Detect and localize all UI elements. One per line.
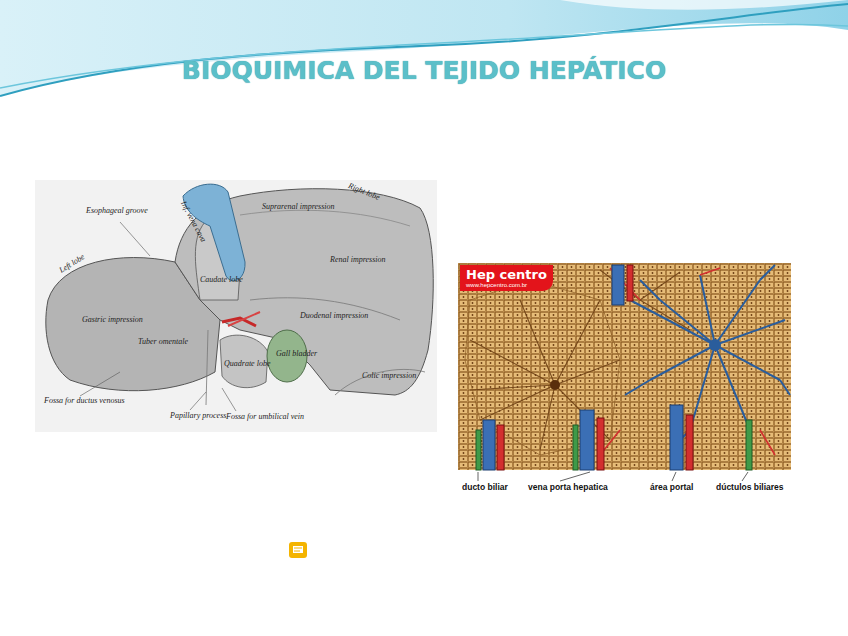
anatomy-label: Fossa for umbilical vein [226, 413, 304, 421]
anatomy-label: Fossa for ductus venosus [44, 397, 125, 405]
liver-illustration [35, 180, 437, 432]
structure-label: área portal [650, 483, 693, 492]
anatomy-label: Right lobe [347, 182, 381, 202]
anatomy-label: Tuber omentale [138, 338, 188, 346]
logo-box: Hep centrowww.hepcentro.com.br [460, 265, 553, 291]
anatomy-label: Inf. vena cava [179, 200, 208, 244]
anatomy-label: Gastric impression [82, 316, 143, 324]
anatomy-label: Quadrate lobe [224, 360, 270, 368]
lobule-illustration [458, 263, 791, 481]
anatomy-label: Duodenal impression [300, 312, 368, 320]
structure-label: dúctulos biliares [716, 483, 784, 492]
anatomy-label: Papillary process [170, 412, 226, 420]
slide-title: BIOQUIMICA DEL TEJIDO HEPÁTICO [0, 56, 848, 85]
anatomy-label: Esophageal groove [86, 207, 148, 215]
structure-label: ducto biliar [462, 483, 508, 492]
anatomy-label: Gall bladder [276, 350, 317, 358]
structure-label: vena porta hepatica [528, 483, 608, 492]
anatomy-label: Renal impression [330, 256, 385, 264]
comment-icon [289, 542, 307, 558]
anatomy-label: Caudate lobe [200, 276, 243, 284]
anatomy-label: Colic impression [362, 372, 416, 380]
anatomy-label: Left lobe [58, 253, 86, 275]
anatomy-label: Suprarenal impression [262, 203, 335, 211]
header-wave [0, 0, 848, 96]
logo-url: www.hepcentro.com.br [466, 282, 547, 288]
logo-text: Hep centro [466, 267, 547, 282]
